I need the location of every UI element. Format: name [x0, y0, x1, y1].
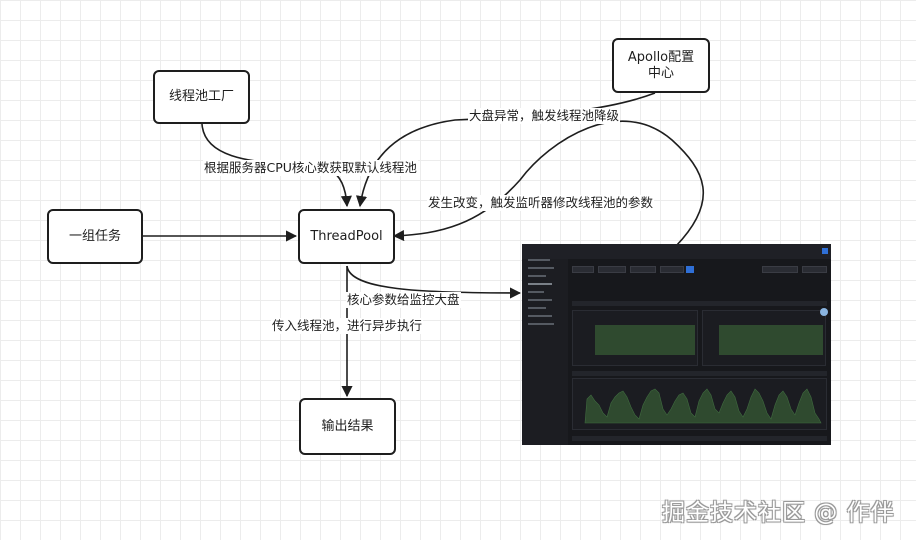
output-result-node: 输出结果 [299, 398, 396, 455]
thread-pool-node: ThreadPool [298, 209, 395, 264]
dashboard-row-header [572, 301, 827, 306]
edge-pool-to-dashboard [346, 265, 522, 299]
dashboard-top-bar [522, 244, 831, 259]
edge-label-core-params: 核心参数给监控大盘 [346, 292, 461, 308]
monitoring-dashboard-screenshot [522, 244, 831, 445]
edge-label-factory-to-pool: 根据服务器CPU核心数获取默认线程池 [203, 160, 418, 176]
apollo-config-node: Apollo配置 中心 [612, 38, 710, 93]
watermark: 掘金技术社区 @ 作伴 [662, 500, 895, 526]
dashboard-area-chart [584, 388, 822, 424]
dashboard-sidebar [522, 259, 568, 445]
dashboard-panel-left [572, 310, 698, 366]
dashboard-panel-right [702, 310, 826, 366]
dashboard-row-footer [572, 436, 827, 441]
edge-label-pass-to-pool: 传入线程池，进行异步执行 [271, 318, 424, 334]
dashboard-panel-badge-icon [820, 308, 828, 316]
edge-dashboard-to-pool-change [392, 120, 705, 247]
dashboard-accent-icon [822, 248, 828, 254]
dashboard-panel-bottom [572, 378, 827, 430]
thread-factory-node: 线程池工厂 [153, 70, 250, 124]
dashboard-toolbar [572, 266, 827, 274]
edge-label-apollo-degrade: 大盘异常，触发线程池降级 [468, 108, 621, 124]
edge-label-apollo-change: 发生改变，触发监听器修改线程池的参数 [427, 195, 655, 211]
dashboard-row-header-2 [572, 371, 827, 376]
task-group-node: 一组任务 [47, 209, 143, 264]
